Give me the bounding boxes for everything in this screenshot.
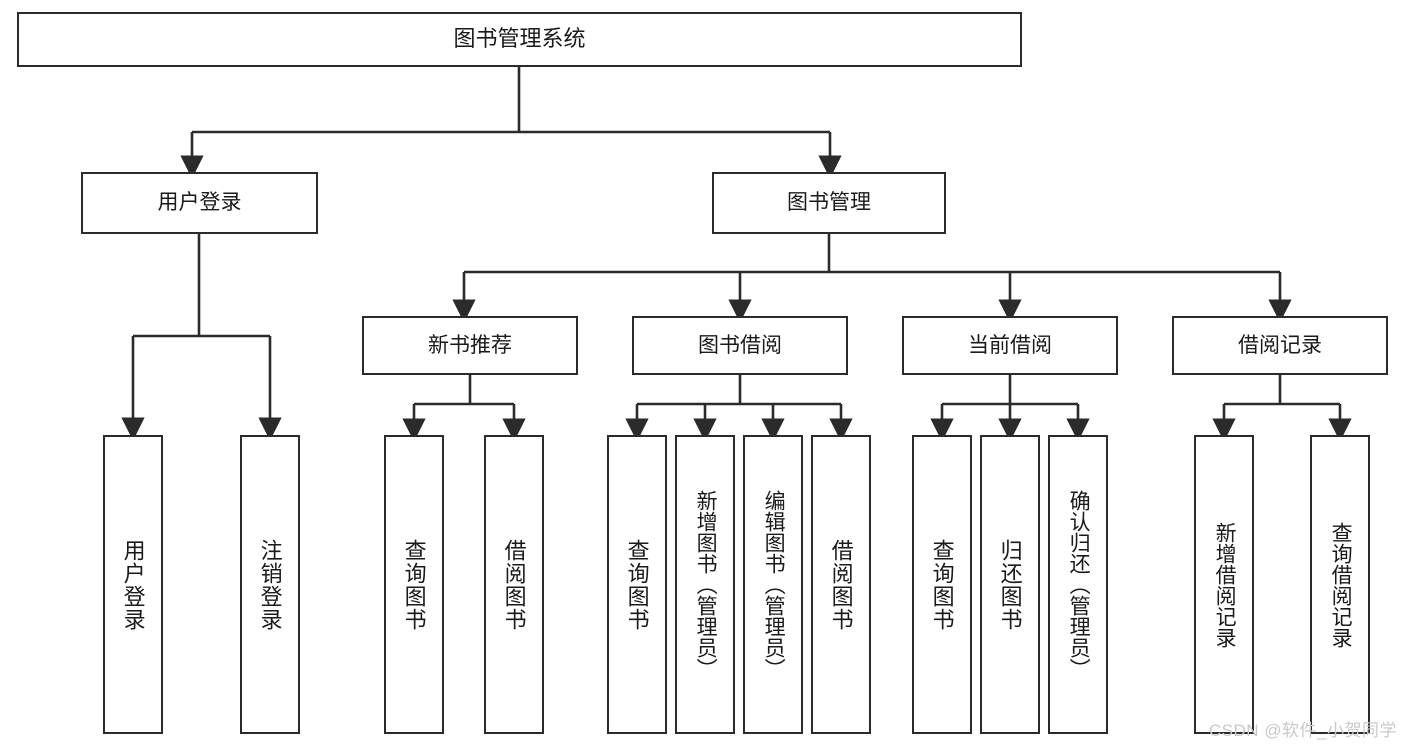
node-label: 当前借阅 <box>968 333 1052 357</box>
node-label: 查询借阅记录 <box>1329 521 1353 648</box>
node-label: 借阅图书 <box>501 538 527 631</box>
leaf-query-book[interactable]: 查询图书 <box>607 435 667 734</box>
node-label: 图书管理 <box>787 191 871 215</box>
node-label: 用户登录 <box>157 191 242 215</box>
leaf-query-borrow-record[interactable]: 查询借阅记录 <box>1310 435 1370 734</box>
node-label: 确认归还（管理员） <box>1067 490 1091 679</box>
leaf-borrow-book[interactable]: 借阅图书 <box>811 435 871 734</box>
node-label: 图书借阅 <box>698 333 782 357</box>
node-user-login[interactable]: 用户登录 <box>81 172 318 234</box>
node-book-management-system[interactable]: 图书管理系统 <box>17 12 1022 67</box>
leaf-add-book-admin[interactable]: 新增图书（管理员） <box>675 435 735 734</box>
node-label: 借阅记录 <box>1238 333 1322 357</box>
node-label: 新书推荐 <box>428 333 512 357</box>
leaf-query-book-current[interactable]: 查询图书 <box>912 435 972 734</box>
node-label: 查询图书 <box>929 538 955 631</box>
leaf-add-borrow-record[interactable]: 新增借阅记录 <box>1194 435 1254 734</box>
node-label: 图书管理系统 <box>453 26 586 52</box>
node-label: 用户登录 <box>120 538 146 631</box>
leaf-edit-book-admin[interactable]: 编辑图书（管理员） <box>743 435 803 734</box>
node-new-book-recommend[interactable]: 新书推荐 <box>362 316 578 375</box>
node-label: 归还图书 <box>997 538 1023 631</box>
node-label: 查询图书 <box>624 538 650 631</box>
leaf-borrow-book-newbook[interactable]: 借阅图书 <box>484 435 544 734</box>
node-label: 借阅图书 <box>828 538 854 631</box>
leaf-query-book-newbook[interactable]: 查询图书 <box>384 435 444 734</box>
leaf-confirm-return-admin[interactable]: 确认归还（管理员） <box>1048 435 1108 734</box>
node-label: 新增图书（管理员） <box>694 490 718 679</box>
leaf-logout[interactable]: 注销登录 <box>240 435 300 734</box>
leaf-return-book[interactable]: 归还图书 <box>980 435 1040 734</box>
node-book-management[interactable]: 图书管理 <box>712 172 946 234</box>
node-borrow-record[interactable]: 借阅记录 <box>1172 316 1388 375</box>
node-label: 注销登录 <box>257 538 283 631</box>
watermark: CSDN @软件_小贺同学 <box>1208 721 1397 740</box>
node-label: 查询图书 <box>401 538 427 631</box>
node-label: 新增借阅记录 <box>1213 521 1237 648</box>
node-current-borrow[interactable]: 当前借阅 <box>902 316 1118 375</box>
node-label: 编辑图书（管理员） <box>762 490 786 679</box>
leaf-user-login[interactable]: 用户登录 <box>103 435 163 734</box>
node-book-borrow[interactable]: 图书借阅 <box>632 316 848 375</box>
